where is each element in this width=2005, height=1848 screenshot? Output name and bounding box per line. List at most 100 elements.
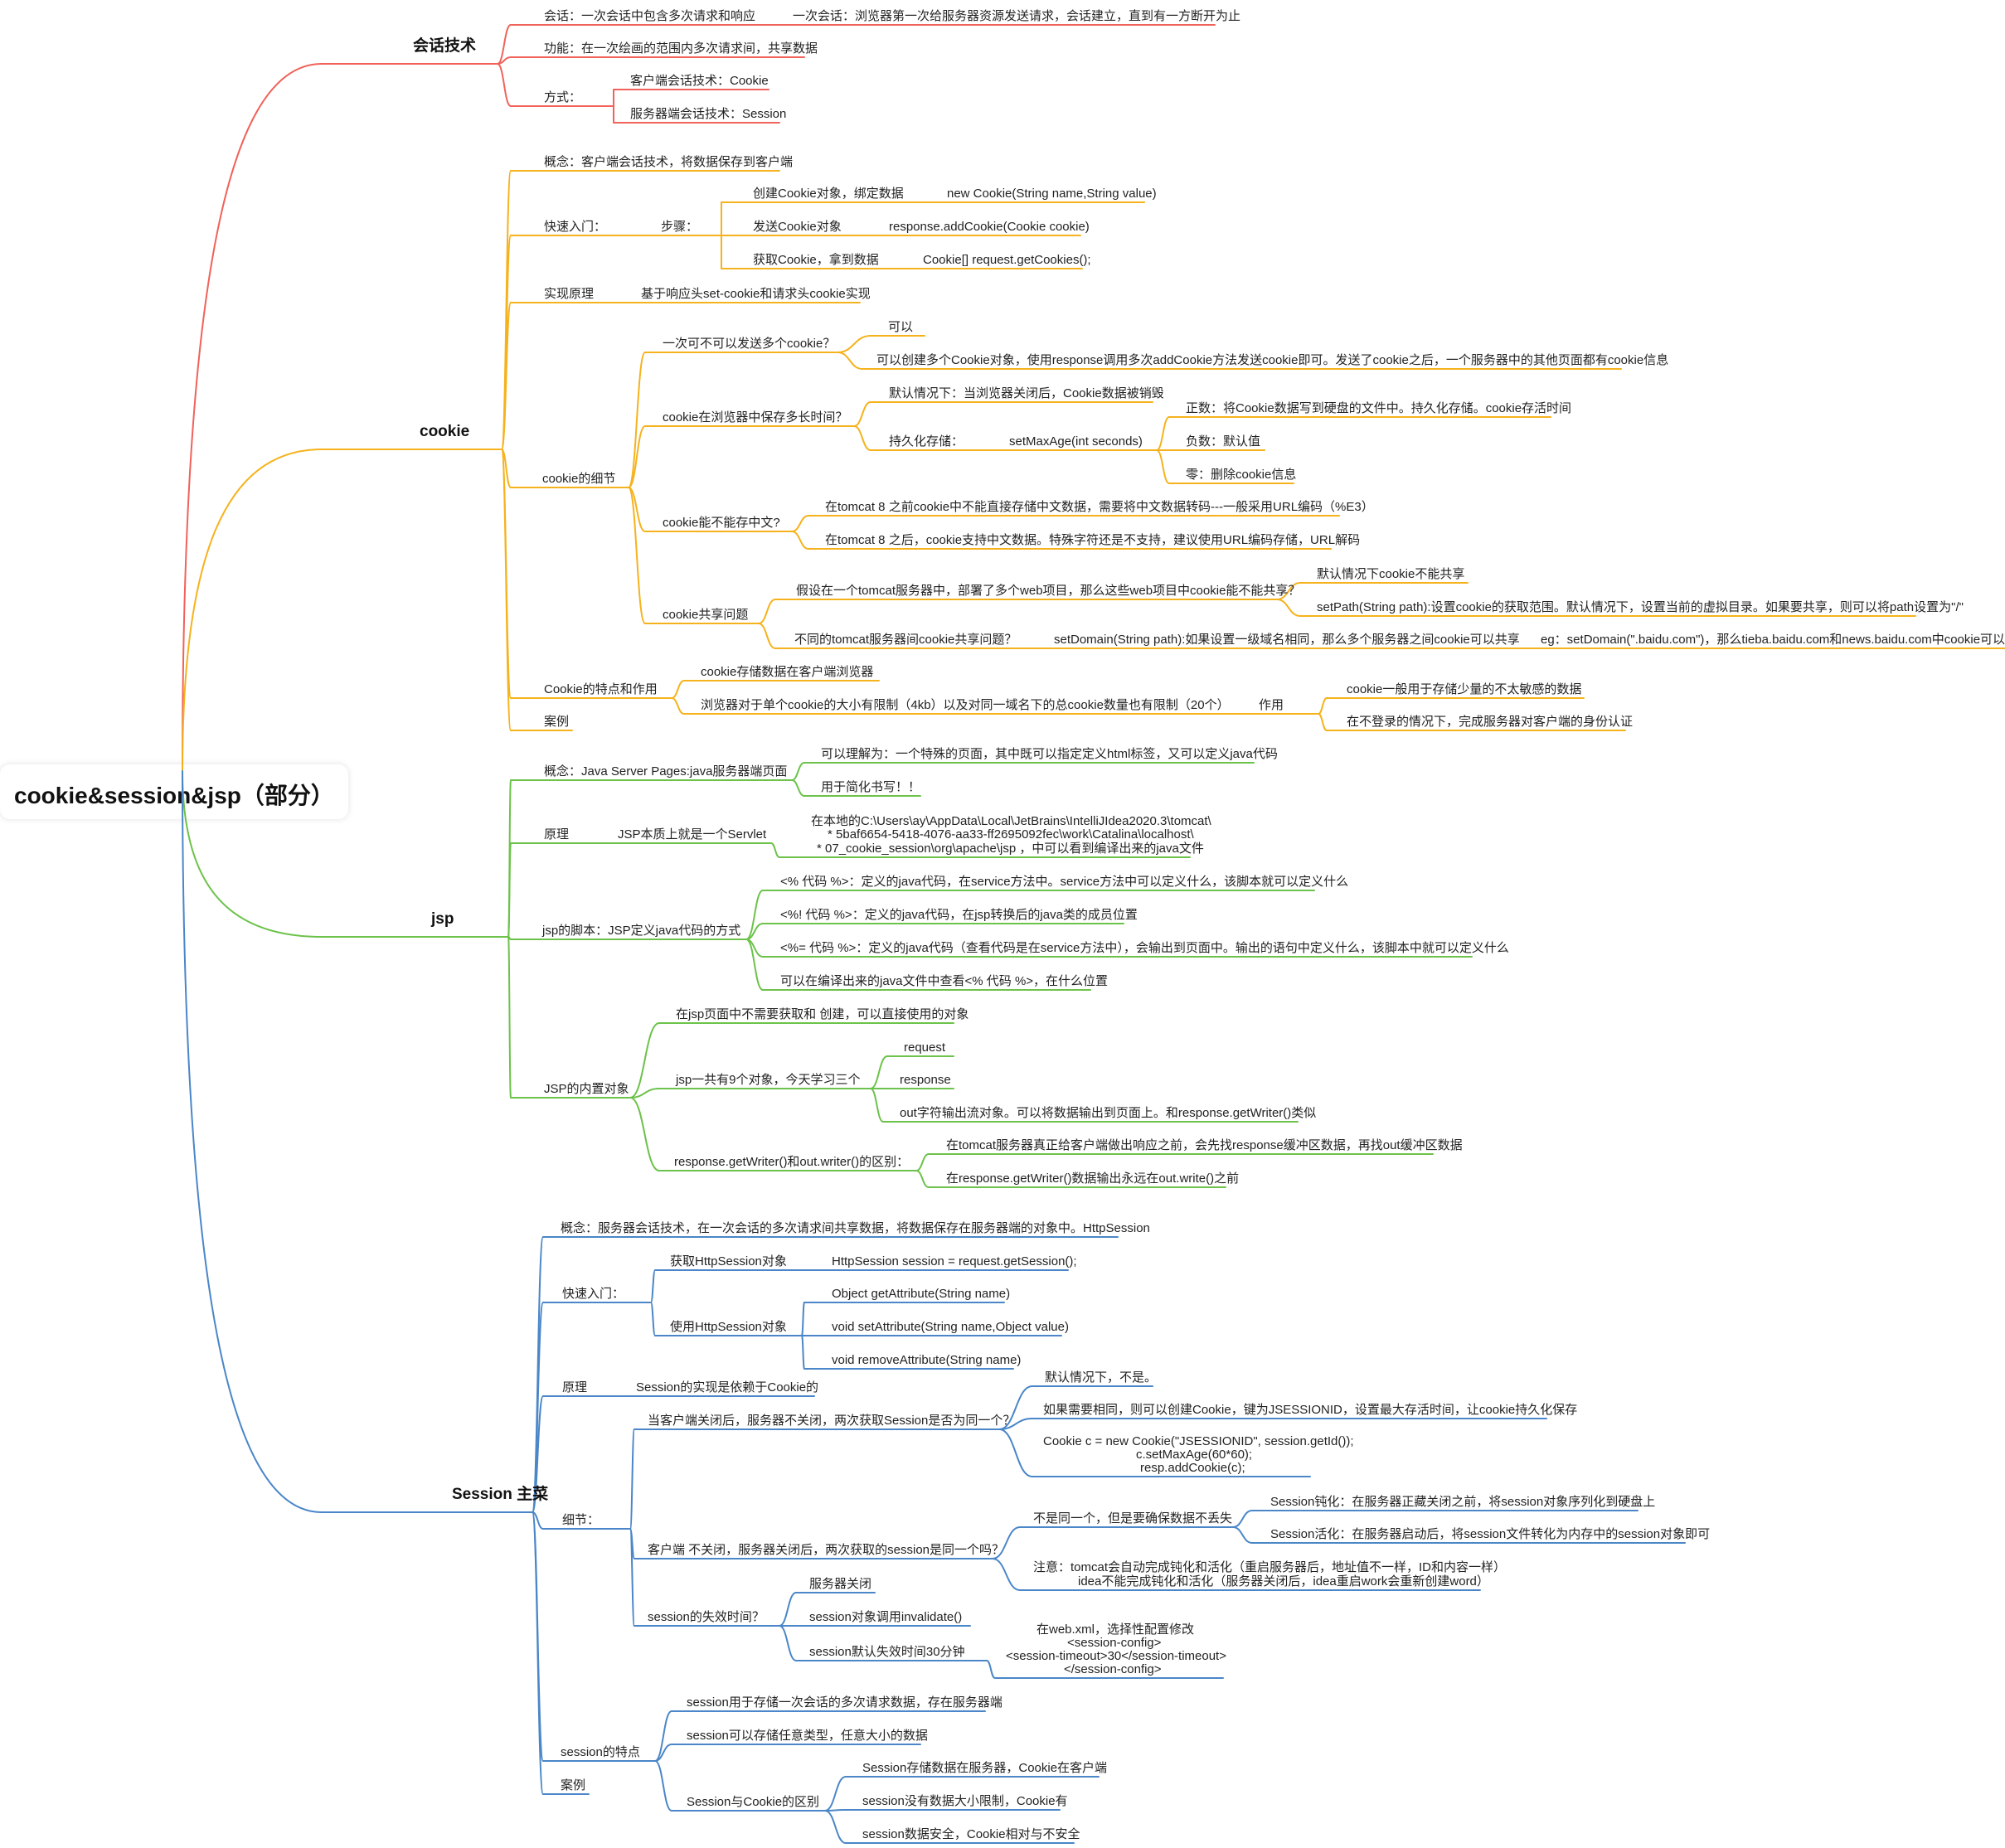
node-session-use1[interactable]: Object getAttribute(String name)	[832, 1287, 1010, 1301]
node-cookie-concept[interactable]: 概念：客户端会话技术，将数据保存到客户端	[544, 154, 793, 169]
node-jsp-builtin2[interactable]: jsp一共有9个对象，今天学习三个	[675, 1073, 861, 1087]
node-session-details[interactable]: 细节：	[562, 1513, 600, 1527]
node-cookie-role[interactable]: 作用	[1259, 698, 1284, 712]
node-session-client-close-a1[interactable]: 默认情况下，不是。	[1045, 1370, 1157, 1385]
node-jsp-diff1[interactable]: 在tomcat服务器真正给客户端做出响应之前，会先找response缓冲区数据，…	[946, 1137, 1463, 1152]
node-cookie-feat1[interactable]: cookie存储数据在客户端浏览器	[701, 665, 873, 679]
node-session-diff2[interactable]: session没有数据大小限制，Cookie有	[862, 1794, 1068, 1808]
node-cookie-time-q[interactable]: cookie在浏览器中保存多长时间？	[663, 410, 847, 424]
node-cookie-time-neg[interactable]: 负数：默认值	[1186, 434, 1260, 449]
branch-title-session-title[interactable]: Session 主菜	[452, 1484, 548, 1503]
node-jsp-obj-response[interactable]: response	[900, 1073, 951, 1087]
node-session-passivate[interactable]: Session钝化：在服务器正藏关闭之前，将session对象序列化到硬盘上	[1270, 1494, 1655, 1509]
node-session-expire3[interactable]: session默认失效时间30分钟	[809, 1645, 965, 1659]
node-jsp-script2[interactable]: <%! 代码 %>：定义的java代码，在jsp转换后的java类的成员位置	[780, 908, 1138, 922]
node-session-get-obj-code[interactable]: HttpSession session = request.getSession…	[832, 1254, 1077, 1268]
node-cookie-share-q2-a[interactable]: setDomain(String path):如果设置一级域名相同，那么多个服务…	[1054, 633, 1520, 647]
node-cookie-cn-after[interactable]: 在tomcat 8 之后，cookie支持中文数据。特殊字符还是不支持，建议使用…	[825, 533, 1360, 547]
node-session-xml2[interactable]: <session-config>	[1067, 1636, 1162, 1650]
node-cookie-cn-q[interactable]: cookie能不能存中文?	[663, 516, 780, 530]
node-session-xml4[interactable]: </session-config>	[1064, 1662, 1162, 1676]
node-cookie-case[interactable]: 案例	[544, 714, 569, 729]
node-cookie-share-a1[interactable]: 默认情况下cookie不能共享	[1317, 567, 1464, 581]
node-jsp-diff[interactable]: response.getWriter()和out.writer()的区别：	[674, 1155, 909, 1169]
node-cookie-share-q2-eg[interactable]: eg：setDomain(".baidu.com")，那么tieba.baidu…	[1541, 633, 2005, 647]
node-session-use3[interactable]: void removeAttribute(String name)	[832, 1353, 1021, 1367]
node-cookie-principle[interactable]: 实现原理	[544, 287, 594, 301]
node-session-client-close-a2[interactable]: 如果需要相同，则可以创建Cookie，键为JSESSIONID，设置最大存活时间…	[1043, 1403, 1577, 1417]
node-cookie-multi-a2[interactable]: 可以创建多个Cookie对象，使用response调用多次addCookie方法…	[876, 353, 1668, 367]
branch-title-session-tech-title[interactable]: 会话技术	[413, 36, 476, 55]
node-jsp-principle-path1[interactable]: 在本地的C:\Users\ay\AppData\Local\JetBrains\…	[811, 814, 1212, 828]
node-session-use-obj[interactable]: 使用HttpSession对象	[670, 1320, 787, 1334]
node-session-tech-gongneng[interactable]: 功能：在一次绘画的范围内多次请求间，共享数据	[544, 41, 818, 56]
node-cookie-step2-code[interactable]: response.addCookie(Cookie cookie)	[889, 220, 1090, 234]
node-session-feat1[interactable]: session用于存储一次会话的多次请求数据，存在服务器端	[687, 1695, 1002, 1710]
node-cookie-share-q2[interactable]: 不同的tomcat服务器间cookie共享问题？	[794, 633, 1017, 647]
node-session-quickstart[interactable]: 快速入门：	[562, 1287, 624, 1301]
node-session-tech-server[interactable]: 服务器端会话技术：Session	[630, 107, 786, 121]
node-session-concept[interactable]: 概念：服务器会话技术，在一次会话的多次请求间共享数据，将数据保存在服务器端的对象…	[561, 1220, 1150, 1235]
node-jsp-script4[interactable]: 可以在编译出来的java文件中查看<% 代码 %>，在什么位置	[780, 974, 1108, 988]
node-cookie-features[interactable]: Cookie的特点和作用	[544, 682, 658, 696]
node-jsp-builtin1[interactable]: 在jsp页面中不需要获取和 创建，可以直接使用的对象	[676, 1007, 969, 1021]
node-session-use2[interactable]: void setAttribute(String name,Object val…	[832, 1320, 1069, 1334]
node-session-principle-detail[interactable]: Session的实现是依赖于Cookie的	[636, 1380, 818, 1394]
node-session-case[interactable]: 案例	[561, 1778, 585, 1792]
node-cookie-step3[interactable]: 获取Cookie，拿到数据	[753, 252, 879, 267]
node-cookie-role2[interactable]: 在不登录的情况下，完成服务器对客户端的身份认证	[1347, 715, 1633, 729]
node-jsp-principle-servlet[interactable]: JSP本质上就是一个Servlet	[618, 827, 767, 842]
node-jsp-obj-request[interactable]: request	[904, 1040, 946, 1055]
node-cookie-role1[interactable]: cookie一般用于存储少量的不太敏感的数据	[1347, 682, 1581, 696]
node-cookie-details[interactable]: cookie的细节	[542, 472, 615, 486]
node-session-tech-huihua-detail[interactable]: 一次会话：浏览器第一次给服务器资源发送请求，会话建立，直到有一方断开为止	[793, 8, 1240, 23]
node-session-diff1[interactable]: Session存储数据在服务器，Cookie在客户端	[862, 1761, 1107, 1775]
node-cookie-step1[interactable]: 创建Cookie对象，绑定数据	[753, 187, 904, 201]
node-cookie-share-a2[interactable]: setPath(String path):设置cookie的获取范围。默认情况下…	[1317, 600, 1964, 614]
node-session-code1[interactable]: Cookie c = new Cookie("JSESSIONID", sess…	[1043, 1434, 1354, 1448]
branch-title-jsp-title[interactable]: jsp	[430, 910, 454, 928]
node-session-get-obj[interactable]: 获取HttpSession对象	[670, 1254, 787, 1268]
node-session-server-close-q[interactable]: 客户端 不关闭，服务器关闭后，两次获取的session是同一个吗？	[648, 1543, 1004, 1557]
branch-title-cookie-title[interactable]: cookie	[420, 423, 469, 440]
node-cookie-principle-detail[interactable]: 基于响应头set-cookie和请求头cookie实现	[641, 286, 871, 301]
node-cookie-step2[interactable]: 发送Cookie对象	[753, 220, 842, 234]
node-cookie-time-pos[interactable]: 正数：将Cookie数据写到硬盘的文件中。持久化存储。cookie存活时间	[1186, 400, 1571, 415]
node-cookie-multi-a1[interactable]: 可以	[888, 320, 913, 334]
node-session-features[interactable]: session的特点	[561, 1745, 640, 1759]
node-cookie-time-default[interactable]: 默认情况下：当浏览器关闭后，Cookie数据被销毁	[889, 386, 1164, 400]
node-cookie-multi-q[interactable]: 一次可不可以发送多个cookie？	[663, 337, 835, 351]
node-jsp-builtin[interactable]: JSP的内置对象	[544, 1082, 629, 1096]
node-session-diff[interactable]: Session与Cookie的区别	[687, 1795, 819, 1809]
node-cookie-time-persist[interactable]: 持久化存储：	[889, 434, 964, 449]
node-session-xml3[interactable]: <session-timeout>30</session-timeout>	[1006, 1649, 1226, 1663]
node-jsp-concept[interactable]: 概念：Java Server Pages:java服务器端页面	[544, 764, 787, 778]
node-cookie-feat2[interactable]: 浏览器对于单个cookie的大小有限制（4kb）以及对同一域名下的总cookie…	[701, 698, 1230, 712]
node-jsp-obj-out[interactable]: out字符输出流对象。可以将数据输出到页面上。和response.getWrit…	[900, 1106, 1316, 1120]
node-cookie-share[interactable]: cookie共享问题	[663, 608, 748, 622]
node-session-principle[interactable]: 原理	[562, 1380, 587, 1394]
node-session-diff3[interactable]: session数据安全，Cookie相对与不安全	[862, 1826, 1080, 1841]
node-jsp-concept1[interactable]: 可以理解为：一个特殊的页面，其中既可以指定定义html标签，又可以定义java代…	[821, 747, 1278, 761]
node-jsp-principle-path3[interactable]: * 07_cookie_session\org\apache\jsp ，中可以看…	[817, 842, 1204, 856]
node-jsp-principle[interactable]: 原理	[544, 827, 569, 842]
node-session-xml1[interactable]: 在web.xml，选择性配置修改	[1036, 1622, 1194, 1637]
node-cookie-quickstart[interactable]: 快速入门：	[544, 220, 606, 234]
node-jsp-script[interactable]: jsp的脚本：JSP定义java代码的方式	[541, 924, 740, 938]
node-session-tech-huihua[interactable]: 会话：一次会话中包含多次请求和响应	[544, 8, 755, 23]
node-cookie-share-q1[interactable]: 假设在一个tomcat服务器中，部署了多个web项目，那么这些web项目中coo…	[796, 584, 1300, 598]
node-session-expire-q[interactable]: session的失效时间？	[648, 1610, 765, 1624]
node-jsp-script1[interactable]: <% 代码 %>：定义的java代码，在service方法中。service方法…	[780, 875, 1348, 889]
node-cookie-time-zero[interactable]: 零：删除cookie信息	[1186, 468, 1296, 482]
node-cookie-steps[interactable]: 步骤：	[661, 220, 698, 234]
node-session-tech-client[interactable]: 客户端会话技术：Cookie	[630, 74, 769, 88]
node-session-activate[interactable]: Session活化：在服务器启动后，将session文件转化为内存中的sessi…	[1270, 1527, 1710, 1541]
node-jsp-principle-path2[interactable]: * 5baf6654-5418-4076-aa33-ff2695092fec\w…	[828, 827, 1195, 842]
node-session-note2[interactable]: idea不能完成钝化和活化（服务器关闭后，idea重启work会重新创建word…	[1078, 1574, 1489, 1589]
node-session-expire1[interactable]: 服务器关闭	[809, 1577, 871, 1591]
node-session-code2[interactable]: c.setMaxAge(60*60);	[1136, 1448, 1252, 1462]
node-session-feat2[interactable]: session可以存储任意类型，任意大小的数据	[687, 1728, 928, 1743]
node-cookie-time-method[interactable]: setMaxAge(int seconds)	[1009, 434, 1143, 449]
node-jsp-diff2[interactable]: 在response.getWriter()数据输出永远在out.write()之…	[946, 1171, 1239, 1186]
node-cookie-step3-code[interactable]: Cookie[] request.getCookies();	[923, 253, 1091, 267]
